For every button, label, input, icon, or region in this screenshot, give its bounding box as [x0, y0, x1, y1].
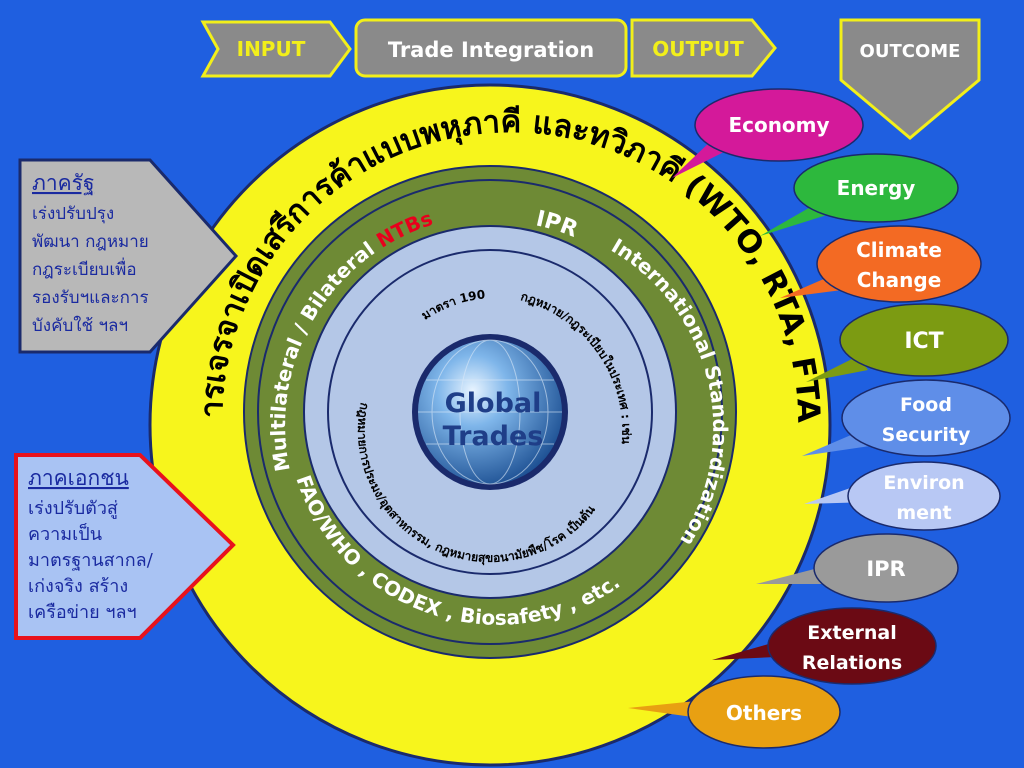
outcome-label: Climate: [856, 238, 942, 262]
private-sector-callout: ภาคเอกชน เร่งปรับตัวสู่ ความเป็น มาตรฐาน…: [14, 453, 236, 640]
outcome-label: Energy: [837, 176, 916, 200]
private-sector-line: เก่งจริง สร้าง: [28, 576, 128, 597]
outcome-label: External: [807, 622, 896, 644]
outcome-ipr: IPR: [756, 533, 959, 603]
public-sector-line: รองรับฯและการ: [32, 288, 149, 308]
outcome-economy: Economy: [672, 88, 864, 178]
outcome-label: IPR: [866, 557, 905, 581]
output-label: OUTPUT: [652, 37, 744, 61]
public-sector-title: ภาครัฐ: [32, 171, 95, 195]
outcome-others: Others: [628, 675, 841, 749]
private-sector-line: ความเป็น: [28, 522, 102, 545]
outcome-label: Environ: [883, 472, 964, 494]
private-sector-title: ภาคเอกชน: [28, 466, 129, 490]
outcome-label: Food: [900, 394, 952, 416]
outcome-food-security: Food Security: [802, 379, 1011, 457]
header-row: INPUT Trade Integration OUTPUT OUTCOME: [200, 18, 981, 140]
outcome-energy: Energy: [760, 153, 959, 236]
outcome-climate-change: Climate Change: [780, 225, 982, 303]
public-sector-line: บังคับใช้ ฯลฯ: [32, 315, 128, 336]
outcome-bubbles: Economy Energy Climate Change ICT Food S…: [628, 88, 1011, 749]
private-sector-line: เร่งปรับตัวสู่: [28, 498, 118, 519]
trade-integration-label: Trade Integration: [388, 38, 594, 62]
public-sector-line: เร่งปรับปรุง: [32, 204, 114, 224]
outcome-label: Economy: [728, 113, 829, 137]
private-sector-line: เครือข่าย ฯลฯ: [28, 602, 137, 623]
outcome-label: Change: [857, 268, 942, 292]
outcome-label: ment: [896, 502, 951, 524]
trade-integration-box: Trade Integration: [354, 18, 628, 78]
outcome-label: OUTCOME: [860, 41, 961, 62]
outcome-external-relations: External Relations: [712, 607, 937, 685]
outcome-label: Relations: [802, 652, 902, 674]
public-sector-line: พัฒนา กฎหมาย: [32, 232, 149, 252]
concentric-rings: Global Trades: [148, 83, 832, 767]
outcome-arrow: OUTCOME: [839, 18, 981, 140]
input-arrow: INPUT: [200, 20, 352, 78]
outcome-label: Security: [882, 424, 971, 446]
public-sector-line: กฎระเบียบเพื่อ: [32, 257, 137, 280]
private-sector-line: มาตรฐานสากล/: [28, 550, 154, 571]
center-label-line1: Global: [445, 388, 542, 419]
center-label-line2: Trades: [443, 421, 544, 452]
outcome-label: ICT: [904, 329, 943, 354]
output-arrow: OUTPUT: [630, 18, 777, 78]
outcome-ict: ICT: [806, 303, 1009, 382]
outcome-label: Others: [726, 701, 802, 725]
input-label: INPUT: [237, 37, 306, 61]
outcome-environment: Environ ment: [804, 461, 1001, 531]
public-sector-callout: ภาครัฐ เร่งปรับปรุง พัฒนา กฎหมาย กฎระเบี…: [18, 158, 239, 354]
